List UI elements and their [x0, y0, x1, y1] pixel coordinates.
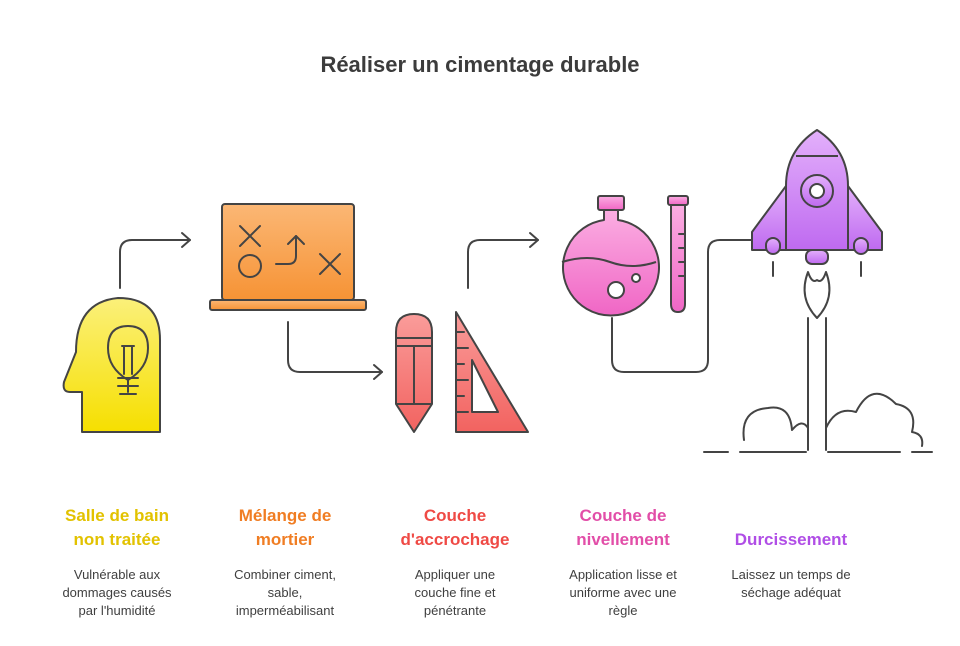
step-1: Salle de bain non traitée Vulnérable aux…	[32, 504, 202, 620]
connector-arrows	[119, 232, 753, 380]
rocket-icon	[703, 129, 933, 453]
page-title: Réaliser un cimentage durable	[320, 52, 640, 77]
step-1-description: Vulnérable aux dommages causés par l'hum…	[62, 567, 172, 618]
step-2: Mélange de mortier Combiner ciment, sabl…	[200, 504, 370, 620]
step-5: Durcissement Laissez un temps de séchage…	[706, 528, 876, 602]
step-4-description: Application lisse et uniforme avec une r…	[569, 567, 677, 618]
step-5-heading: Durcissement	[734, 530, 848, 549]
flask-testtube-icon	[561, 195, 689, 317]
head-lightbulb-icon	[62, 297, 161, 433]
step-2-heading: Mélange de mortier	[238, 506, 332, 549]
step-2-description: Combiner ciment, sable, imperméabilisant	[234, 567, 336, 618]
arrow-1	[119, 239, 191, 289]
step-4-heading: Couche de nivellement	[576, 506, 670, 549]
step-3-heading: Couche d'accrochage	[400, 506, 510, 549]
strategy-board-icon	[209, 203, 367, 311]
step-5-description: Laissez un temps de séchage adéquat	[731, 567, 851, 600]
step-1-heading: Salle de bain non traitée	[65, 506, 169, 549]
pencil-ruler-icon	[395, 311, 529, 433]
arrow-4	[611, 239, 753, 373]
step-3: Couche d'accrochage Appliquer une couche…	[370, 504, 540, 620]
step-3-description: Appliquer une couche fine et pénétrante	[414, 567, 496, 618]
step-4: Couche de nivellement Application lisse …	[538, 504, 708, 620]
arrow-3	[467, 239, 539, 289]
arrow-2	[287, 321, 383, 373]
